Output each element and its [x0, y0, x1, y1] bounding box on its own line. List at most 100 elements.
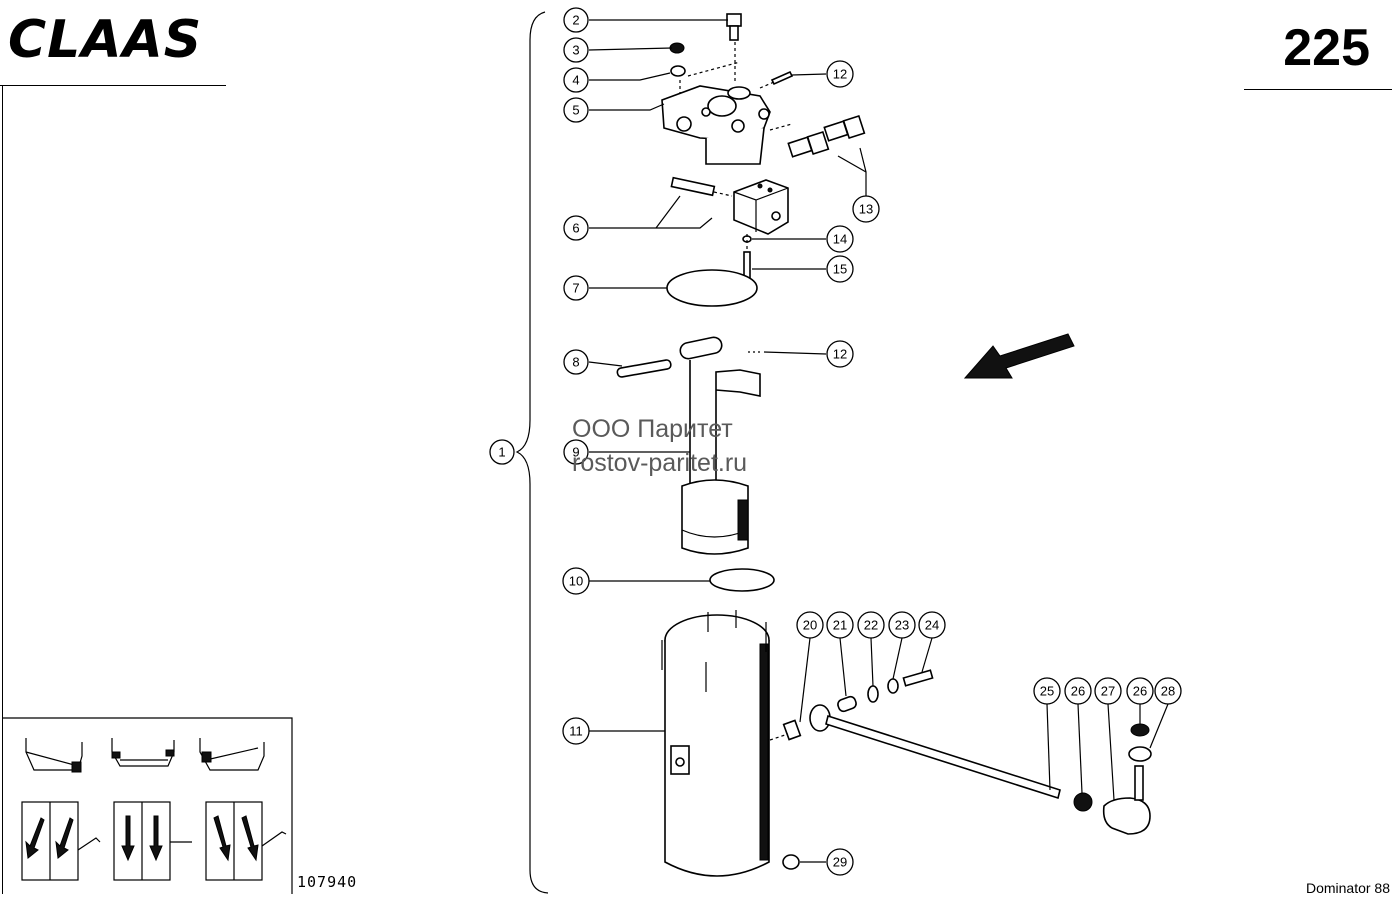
callout-27: 27 — [1094, 677, 1122, 705]
callout-26-left: 26 — [1064, 677, 1092, 705]
svg-text:20: 20 — [803, 618, 817, 633]
svg-text:24: 24 — [925, 618, 939, 633]
valve-block-part — [733, 179, 789, 235]
svg-text:9: 9 — [572, 445, 579, 460]
lock-nut-part — [1130, 723, 1150, 737]
svg-text:26: 26 — [1133, 684, 1147, 699]
filter-head-housing — [661, 85, 771, 165]
svg-text:14: 14 — [833, 232, 847, 247]
callout-25: 25 — [1033, 677, 1061, 705]
logo-underline — [0, 85, 226, 86]
svg-text:23: 23 — [895, 618, 909, 633]
bushing-part — [837, 695, 857, 713]
plug-part — [782, 854, 800, 870]
callout-6: 6 — [563, 215, 589, 241]
nut-small-part — [1073, 792, 1093, 812]
svg-text:4: 4 — [572, 73, 579, 88]
spacer-washer-part — [867, 685, 879, 703]
svg-text:7: 7 — [572, 281, 579, 296]
svg-text:6: 6 — [572, 221, 579, 236]
lock-washer-part — [1128, 746, 1152, 762]
svg-text:29: 29 — [833, 855, 847, 870]
bleed-screw-part — [670, 176, 733, 197]
direction-arrow — [963, 333, 1075, 379]
svg-text:15: 15 — [833, 262, 847, 277]
callout-12-lower: 12 — [826, 340, 854, 368]
callout-21: 21 — [826, 611, 854, 639]
fitting-part — [782, 719, 802, 741]
o-ring-small-part — [709, 568, 775, 592]
leader-lines — [588, 19, 1169, 863]
callout-23: 23 — [888, 611, 916, 639]
callout-4: 4 — [563, 67, 589, 93]
watermark-url: rostov-paritet.ru — [572, 449, 748, 477]
svg-text:12: 12 — [833, 347, 847, 362]
svg-text:11: 11 — [569, 724, 583, 739]
header-variant-2-icon — [111, 738, 175, 767]
svg-text:13: 13 — [859, 202, 873, 217]
page-number: 225 — [1283, 19, 1370, 77]
page-number-underline — [1244, 89, 1392, 90]
svg-text:28: 28 — [1161, 684, 1175, 699]
watermark-company: ООО Паритет — [572, 415, 733, 443]
header-variant-3-icon — [199, 738, 265, 771]
callout-26-right: 26 — [1126, 677, 1154, 705]
svg-text:22: 22 — [864, 618, 878, 633]
control-rod-part — [769, 704, 1061, 800]
assembly-bracket — [515, 11, 549, 894]
tube-part — [616, 359, 672, 378]
callout-7: 7 — [563, 275, 589, 301]
arrow-panel-3 — [205, 801, 287, 881]
callout-22: 22 — [857, 611, 885, 639]
watermark: ООО Паритет rostov-paritet.ru — [572, 412, 747, 480]
callout-13: 13 — [852, 195, 880, 223]
hex-bolt-part — [902, 669, 934, 687]
nut-part — [669, 42, 685, 54]
callout-28: 28 — [1154, 677, 1182, 705]
header-variants-key — [2, 717, 293, 894]
model-name: Dominator 88 — [1305, 880, 1390, 896]
callout-12-upper: 12 — [826, 60, 854, 88]
callout-10: 10 — [562, 567, 590, 595]
washer-small-part — [887, 678, 899, 694]
ball-joint-part — [1102, 765, 1151, 835]
callout-24: 24 — [918, 611, 946, 639]
pin-part — [759, 70, 794, 89]
hose-fitting-parts — [769, 114, 866, 158]
svg-text:1: 1 — [498, 445, 505, 460]
callout-2: 2 — [563, 7, 589, 33]
callout-1: 1 — [489, 439, 515, 465]
svg-text:5: 5 — [572, 103, 579, 118]
svg-text:12: 12 — [833, 67, 847, 82]
svg-text:25: 25 — [1040, 684, 1054, 699]
callout-14: 14 — [826, 225, 854, 253]
svg-text:27: 27 — [1101, 684, 1115, 699]
svg-text:8: 8 — [572, 355, 579, 370]
svg-text:10: 10 — [569, 574, 583, 589]
arrow-panel-2 — [113, 801, 192, 881]
callout-20: 20 — [796, 611, 824, 639]
callout-11: 11 — [562, 717, 590, 745]
arrow-panel-1 — [21, 801, 101, 881]
svg-text:3: 3 — [572, 43, 579, 58]
svg-text:2: 2 — [572, 13, 579, 28]
callout-3: 3 — [563, 37, 589, 63]
filter-bowl-part — [661, 610, 770, 877]
claas-logo: CLAAS — [8, 10, 203, 70]
callout-8: 8 — [563, 349, 589, 375]
washer-part — [670, 65, 686, 77]
left-border-line — [2, 86, 3, 894]
o-ring-large-part — [666, 269, 758, 307]
callout-5: 5 — [563, 97, 589, 123]
callout-15: 15 — [826, 255, 854, 283]
filter-element-part — [679, 336, 762, 555]
callout-9: 9 — [563, 439, 589, 465]
svg-text:26: 26 — [1071, 684, 1085, 699]
valve-nipple-part — [726, 13, 742, 41]
callout-29: 29 — [826, 848, 854, 876]
svg-text:21: 21 — [833, 618, 847, 633]
drawing-number: 107940 — [297, 873, 358, 891]
header-variant-1-icon — [25, 738, 83, 773]
